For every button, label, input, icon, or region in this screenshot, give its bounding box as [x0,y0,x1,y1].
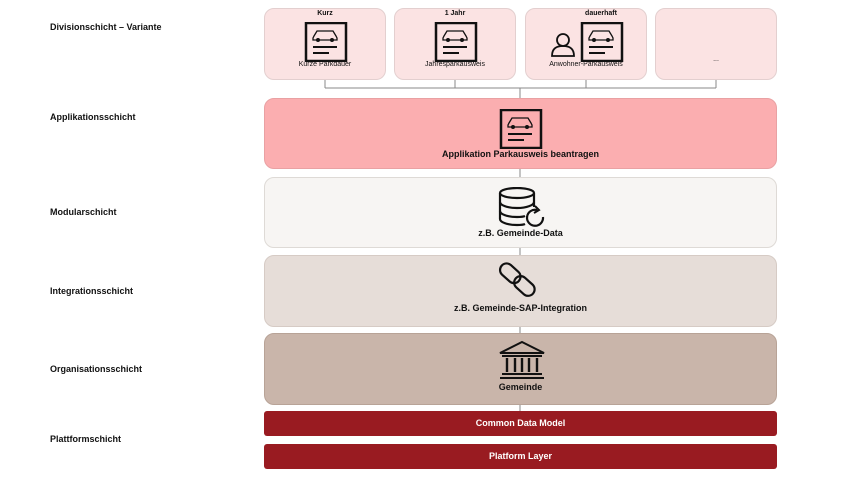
variant-top-label: dauerhaft [585,10,617,17]
person-icon [551,33,575,57]
application-caption: Applikation Parkausweis beantragen [441,149,600,159]
label-platform: Plattformschicht [50,434,122,444]
link-icon [498,262,536,297]
common-data-model-bar: Common Data Model [264,411,777,436]
label-division: Divisionschicht – Variante [50,22,162,32]
variant-bottom-label: ... [713,56,719,63]
modular-caption: z.B. Gemeinde-Data [478,228,563,238]
variant-bottom-label: Kurze Parkdauer [298,61,352,68]
integration-layer: z.B. Gemeinde-SAP-Integration [264,255,777,327]
variant-card-year: 1 Jahr Jahresparkausweis [394,8,516,80]
label-application: Applikationsschicht [50,112,136,122]
label-organisation: Organisationsschicht [50,364,143,374]
variant-top-label: 1 Jahr [444,10,466,17]
variant-card-short: Kurz Kurze Parkdauer [264,8,386,80]
government-building-icon [499,340,545,379]
modular-layer: z.B. Gemeinde-Data [264,177,777,248]
application-layer: Applikation Parkausweis beantragen [264,98,777,169]
platform-layer-bar: Platform Layer [264,444,777,469]
organisation-caption: Gemeinde [498,382,543,392]
parking-permit-icon [499,109,543,149]
variant-bottom-label: Jahresparkausweis [425,61,485,68]
variant-top-label: Kurz [317,10,333,17]
parking-permit-icon [434,22,478,62]
variant-card-resident: dauerhaft Anwohner-Parkausweis [525,8,647,80]
parking-permit-icon [304,22,348,62]
organisation-layer: Gemeinde [264,333,777,405]
database-sync-icon [498,187,545,227]
variant-card-more: ... [655,8,777,80]
variant-bottom-label: Anwohner-Parkausweis [549,61,623,68]
integration-caption: z.B. Gemeinde-SAP-Integration [453,303,587,313]
label-modular: Modularschicht [50,207,117,217]
label-integration: Integrationsschicht [50,286,134,296]
parking-permit-icon [580,22,624,62]
